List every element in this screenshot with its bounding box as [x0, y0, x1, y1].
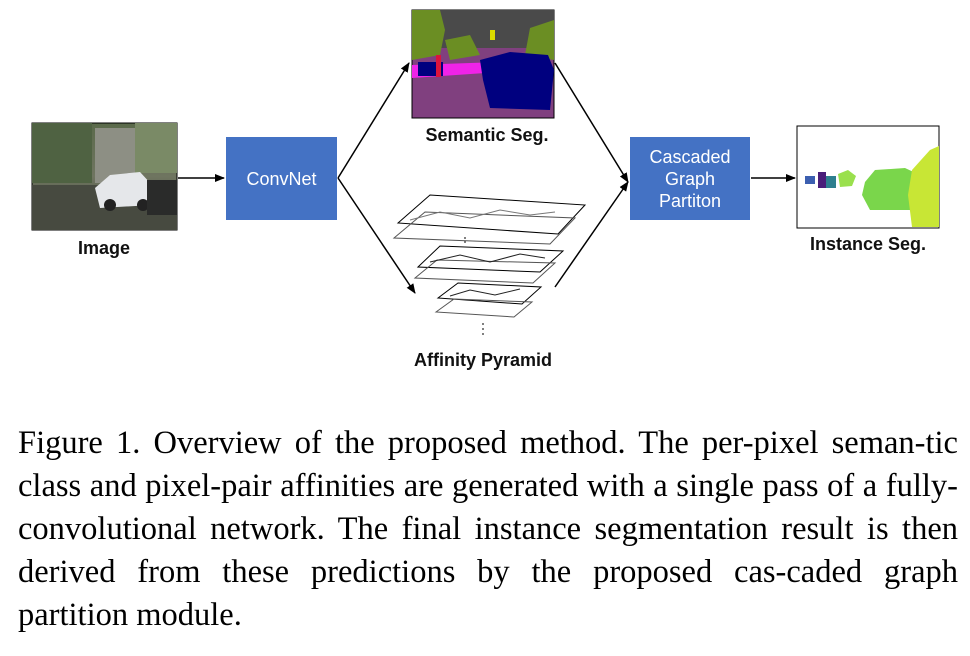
- affinity-pyramid-label: Affinity Pyramid: [414, 350, 552, 370]
- convnet-label: ConvNet: [246, 169, 316, 189]
- arrow-convnet-to-affinity: [337, 177, 416, 294]
- cascaded-line-2: Graph: [665, 169, 715, 189]
- arrow-semantic-to-cascaded: [554, 62, 629, 183]
- instance-seg-label: Instance Seg.: [810, 234, 926, 254]
- arrow-convnet-to-semantic: [337, 62, 410, 179]
- image-label: Image: [78, 238, 130, 258]
- semantic-seg-label: Semantic Seg.: [425, 125, 548, 145]
- affinity-pyramid-stack: [392, 194, 587, 336]
- convnet-box: [226, 137, 337, 220]
- input-image: [31, 122, 178, 231]
- cascaded-line-3: Partiton: [659, 191, 721, 211]
- semantic-seg-image: [411, 9, 555, 119]
- arrows: [178, 62, 796, 294]
- cascaded-line-1: Cascaded: [649, 147, 730, 167]
- cascaded-graph-partition-box: [630, 137, 750, 220]
- instance-seg-image: [796, 125, 940, 229]
- figure-caption: Figure 1. Overview of the proposed metho…: [18, 425, 958, 633]
- arrow-affinity-to-cascaded: [554, 181, 629, 288]
